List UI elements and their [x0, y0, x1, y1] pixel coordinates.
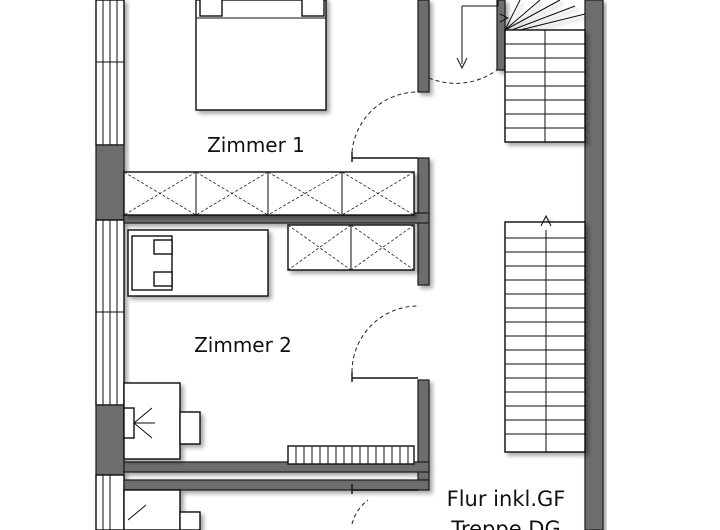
exterior-left-wall: [95, 0, 125, 530]
room-label-flur-line-1: Flur inkl.GF: [447, 487, 566, 511]
desk-zimmer-2: [123, 382, 201, 460]
exterior-right-wall: [584, 0, 604, 530]
bed-zimmer-2: [127, 229, 269, 297]
staircase-lower: [504, 214, 586, 453]
wardrobe-zimmer-1: [123, 171, 415, 216]
radiator: [287, 445, 415, 465]
staircase-upper: [504, 0, 586, 143]
door-swings: [351, 69, 498, 525]
desk-lower-room: [123, 489, 201, 530]
door-stubs: [351, 152, 418, 494]
interior-walls: [123, 0, 506, 491]
room-label-zimmer-2: Zimmer 2: [194, 333, 292, 357]
bed-zimmer-1: [195, 0, 327, 111]
stair-arrow-down: [456, 0, 510, 70]
wardrobe-zimmer-2: [287, 224, 415, 271]
room-label-flur-line-2: Treppe DG: [450, 517, 561, 530]
room-label-zimmer-1: Zimmer 1: [207, 133, 305, 157]
